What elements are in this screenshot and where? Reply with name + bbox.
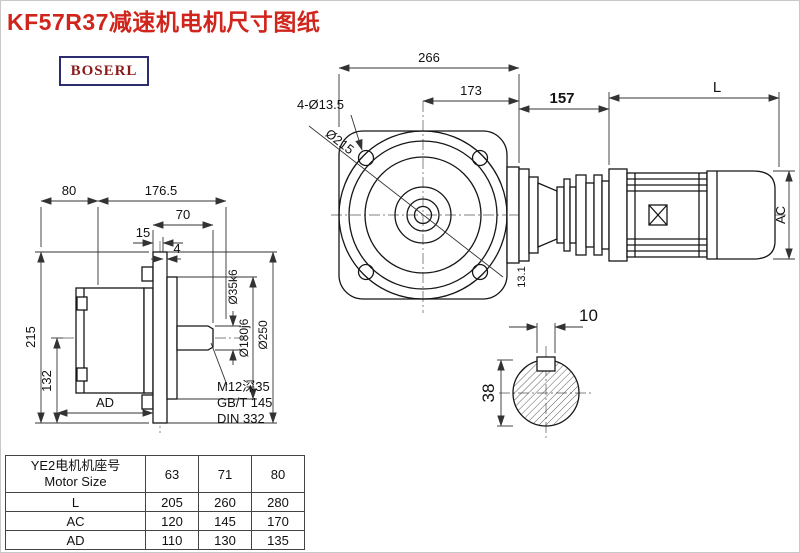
page-title: KF57R37减速机电机尺寸图纸 [7,9,321,35]
bolt-hole-bl [357,263,375,281]
dim-70-label: 70 [176,207,190,222]
dim-132-label: 132 [39,370,54,392]
coupling-ring-3 [569,186,577,244]
bolt-hole-tr [471,149,489,167]
nameplate-diagonal [648,204,668,226]
output-flange [152,251,168,424]
cell: 145 [198,511,252,531]
dim-10-label: 10 [579,306,598,325]
cell: 260 [198,492,252,512]
cell: 280 [251,492,305,512]
size-80-cell: 80 [251,455,305,493]
fan-cover [706,170,776,260]
hub-circle [394,186,452,244]
gb-standard-note: GB/T 145 [217,395,272,410]
cell: 120 [145,511,199,531]
bolt-holes-leader [350,114,363,151]
size-63-cell: 63 [145,455,199,493]
shaft-circle [413,205,433,225]
flange-spigot [166,276,178,400]
table-header-row: YE2电机机座号 Motor Size 63 71 80 [5,455,305,493]
dim-spigot-dia-label: Ø180j6 [237,318,251,357]
coupling-ring-7 [601,180,610,250]
din-standard-note: DIN 332 [217,411,265,426]
dim-173-label: 173 [460,83,482,98]
gear-input-flange [518,168,530,262]
dim-13.1-label: 13.1 [516,266,528,287]
dim-ac-label: AC [773,206,788,224]
housing-boss-bottom [76,367,88,382]
flange-circle-3 [364,156,482,274]
housing-boss-top [76,296,88,311]
cell: 205 [145,492,199,512]
coupling-ring-5 [585,182,595,248]
coupling-ring-6 [593,174,603,256]
boserl-logo: BOSERL [59,56,149,86]
flange-tab-top [141,266,154,282]
side-view: 80 176.5 70 15 4 215 132 [23,183,277,433]
dim-flange-dia-label: Ø250 [256,320,270,350]
dim-176.5-label: 176.5 [145,183,178,198]
header-motor-size-cell: YE2电机机座号 Motor Size [5,455,146,493]
cell: 130 [198,530,252,550]
dim-L-label: L [713,79,721,96]
housing-front-plate [143,287,154,394]
cell: 110 [145,530,199,550]
gear-input-ring [528,176,539,254]
dim-15-label: 15 [136,225,150,240]
dim-4-label: 4 [173,241,180,256]
output-shaft [176,325,214,351]
bolt-holes-note: 4-Ø13.5 [297,97,344,112]
table-row-L: L 205 260 280 [5,492,305,512]
coupling-ring-1 [556,186,565,244]
bolt-hole-tl [357,149,375,167]
flange-tab-bottom [141,394,154,410]
flange-circle-2 [348,140,498,290]
header-line1: YE2电机机座号 [30,457,121,473]
dim-157-label: 157 [549,90,574,107]
coupling-ring-4 [575,174,587,256]
motor-adapter-bell [608,168,628,262]
size-71-cell: 71 [198,455,252,493]
dim-80-label: 80 [62,183,76,198]
dim-38-label: 38 [479,384,498,403]
row-label: AD [5,530,146,550]
table-row-AC: AC 120 145 170 [5,511,305,531]
coupling-ring-2 [563,178,571,252]
motor-size-table: YE2电机机座号 Motor Size 63 71 80 L 205 260 2… [5,455,305,550]
dim-215-label: 215 [23,326,38,348]
dim-shaft-dia-label: Ø35k6 [226,269,240,305]
row-label: AC [5,511,146,531]
table-row-AD: AD 110 130 135 [5,530,305,550]
row-label: L [5,492,146,512]
tap-note: M12深35 [217,379,270,394]
bolt-circle-diagonal [308,125,504,278]
cell: 170 [251,511,305,531]
tap-leader-line [210,342,228,386]
bearing-circle [406,198,440,232]
bolt-hole-br [471,263,489,281]
keyway-slot [536,356,556,372]
dim-ad-label: AD [96,395,114,410]
motor-view: 157 L AC [509,79,795,262]
dim-266-label: 266 [418,50,440,65]
coupling-cone [537,182,558,248]
cell: 135 [251,530,305,550]
shaft-section-view: 10 38 [479,306,598,441]
header-line2: Motor Size [44,474,107,489]
front-view: 266 173 4-Ø13.5 Ø215 13.1 [297,50,541,313]
